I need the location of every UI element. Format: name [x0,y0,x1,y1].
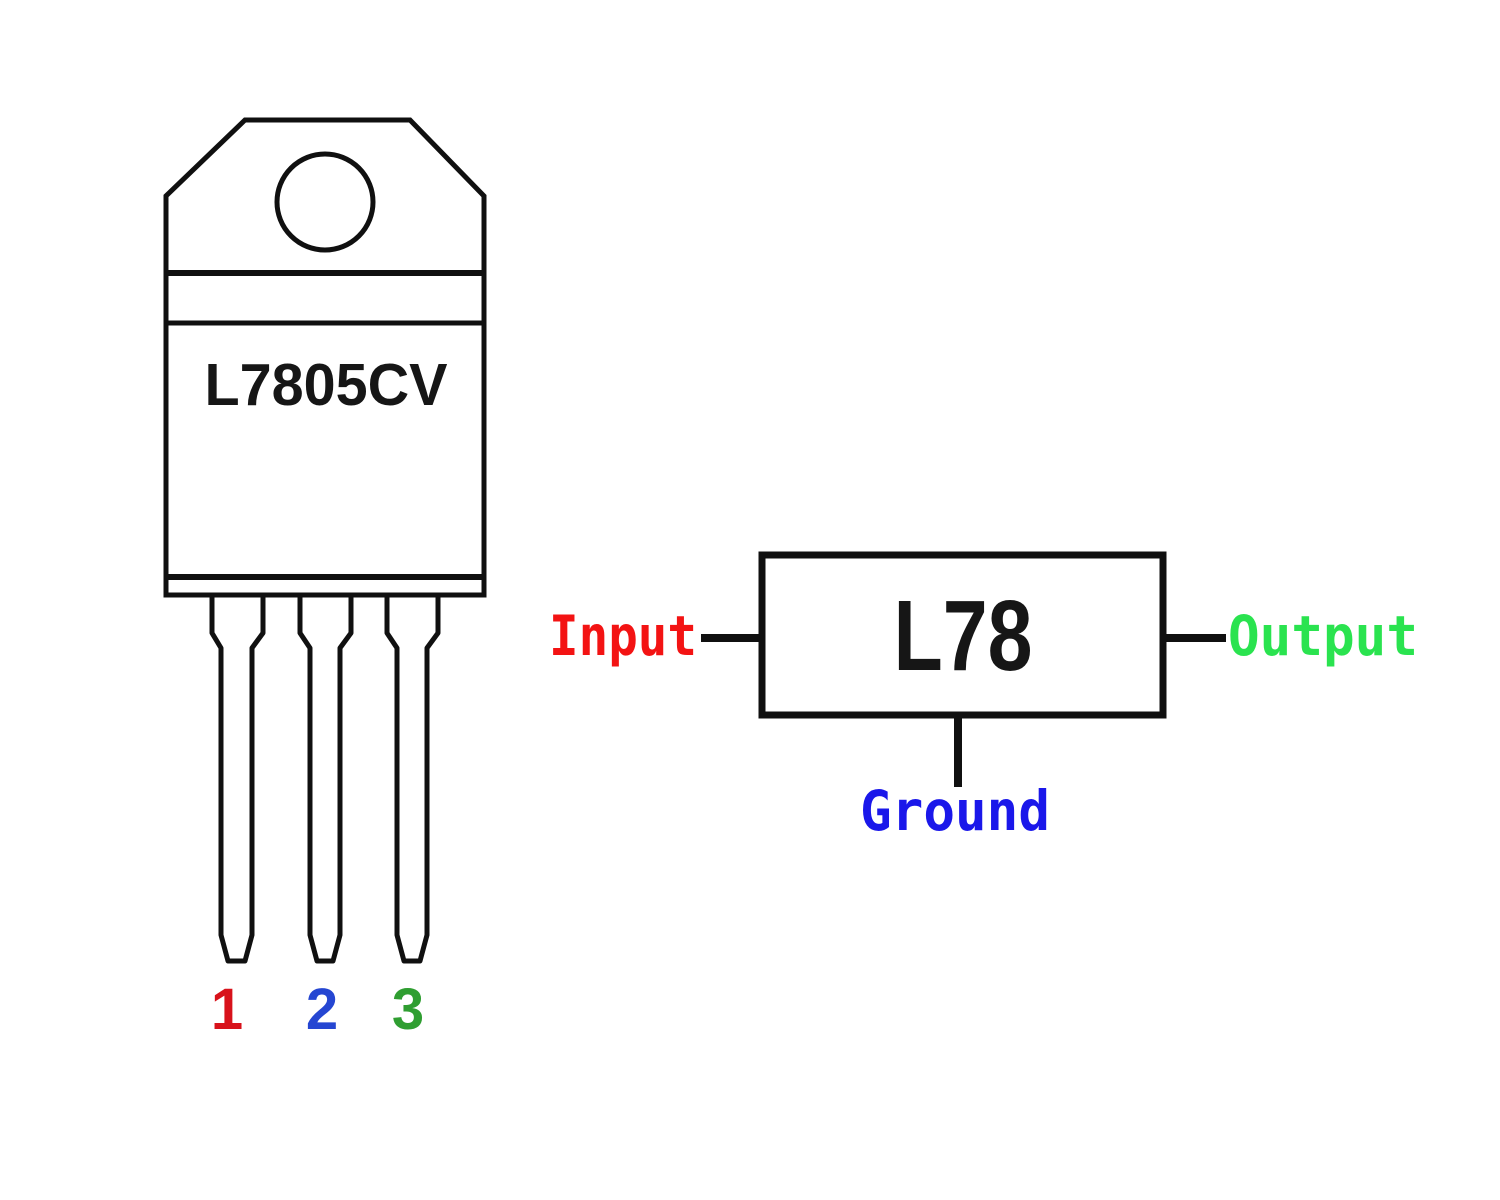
pin-1-label: 1 [211,977,243,1042]
pin-2-leg [297,595,354,964]
output-label: Output [1228,604,1418,668]
regulator-block [758,551,1167,719]
pin-1-leg [209,595,266,964]
input-label: Input [549,604,697,668]
part-number-label: L7805CV [205,352,448,418]
pin-2-label: 2 [306,977,338,1042]
to220-package: L7805CV 1 2 3 [163,117,487,1042]
mounting-hole [274,151,376,253]
package-outline [163,117,487,598]
pin-3-label: 3 [392,977,424,1042]
block-label: L78 [894,580,1033,692]
ground-label: Ground [860,779,1050,843]
regulator-block-diagram: L78 Input Output Ground [549,551,1418,843]
pin-3-leg [384,595,441,964]
